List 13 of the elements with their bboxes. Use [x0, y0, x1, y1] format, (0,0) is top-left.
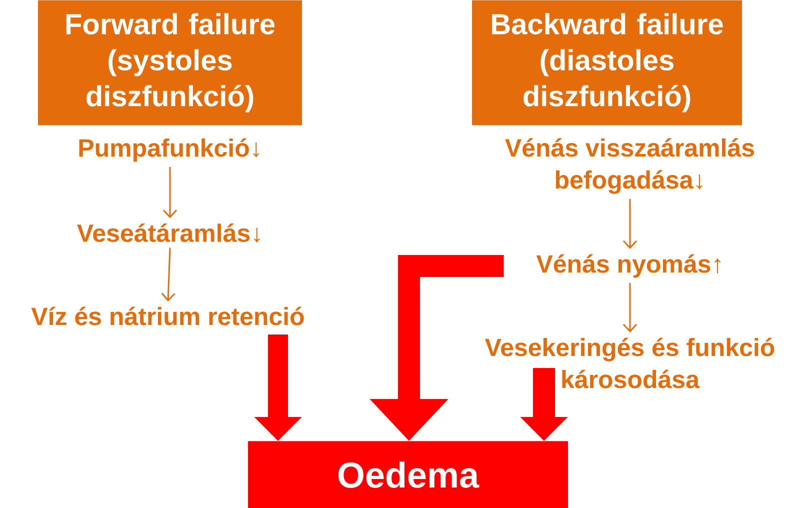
step-text: Vénás visszaáramlás befogadása↓: [505, 138, 754, 194]
step-text: Vénás nyomás↑: [536, 254, 720, 278]
arrow: [622, 282, 638, 332]
header-box: Backward failure (diastoles diszfunkció): [472, 0, 742, 126]
step-text: Veseátáramlás↓: [77, 223, 260, 243]
arrow: [622, 199, 638, 250]
header-box: Forward failure (systoles diszfunkció): [38, 0, 302, 126]
arrow: [162, 166, 178, 218]
step-text: Vesekeringés és funkció károsodása: [484, 338, 774, 388]
step-text: Víz és nátrium retenció: [31, 306, 304, 326]
result-box: Oedema: [248, 441, 568, 508]
arrow: [161, 248, 176, 302]
step-text: Pumpafunkció↓: [79, 138, 260, 162]
